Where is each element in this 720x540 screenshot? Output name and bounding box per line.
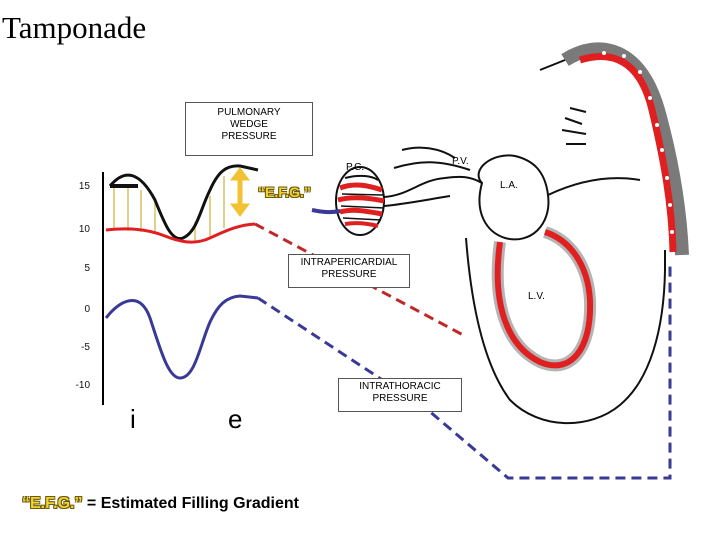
pulmonary-vein (383, 175, 483, 198)
pericardium-red (578, 53, 677, 253)
box-line: PRESSURE (321, 269, 377, 280)
box-line: WEDGE (230, 119, 268, 130)
left-ventricle-label: L.V. (528, 291, 545, 302)
footnote-key: “E.F.G.” (22, 495, 83, 512)
box-line: PRESSURE (221, 131, 277, 142)
pericardium-dots (602, 51, 674, 234)
pulmonary-vein-label: P.V. (452, 156, 469, 167)
pulmonary-capillaries (311, 166, 385, 236)
pulmonary-wedge-pressure-box: PULMONARY WEDGE PRESSURE (185, 102, 313, 156)
ventricle-outline (465, 237, 666, 425)
pulmonary-capillary-label: P.C. (346, 162, 365, 173)
y-tick: 10 (78, 224, 90, 235)
filling-gradient-bars (113, 176, 225, 241)
pericardium-grey (561, 42, 689, 256)
intrathoracic-projection (257, 262, 672, 480)
intrapericardial-pressure-box: INTRAPERICARDIAL PRESSURE (288, 254, 410, 288)
y-tick: -10 (75, 380, 90, 391)
box-line: INTRATHORACIC (359, 381, 441, 392)
left-atrium (477, 154, 550, 241)
intrathoracic-pressure-box: INTRATHORACIC PRESSURE (338, 378, 462, 412)
expiration-label: e (228, 404, 243, 434)
efg-label: “E.F.G.” (258, 184, 311, 200)
y-tick: 15 (78, 181, 90, 192)
box-line: INTRAPERICARDIAL (300, 257, 398, 268)
lv-myocardium (494, 229, 594, 369)
footnote: “E.F.G.” = Estimated Filling Gradient (22, 495, 299, 513)
y-tick: 0 (84, 304, 90, 315)
slide-title: Tamponade (2, 10, 147, 45)
wedge-pressure-curve (108, 164, 259, 241)
atrium-motion-lines (561, 107, 587, 145)
efg-double-arrow (230, 167, 250, 217)
intrapericardial-curve (105, 222, 256, 244)
inspiration-label: i (130, 404, 136, 434)
box-line: PRESSURE (372, 393, 428, 404)
intrathoracic-curve (104, 294, 259, 380)
y-tick: -5 (81, 342, 90, 353)
left-atrium-label: L.A. (500, 180, 518, 191)
footnote-text: = Estimated Filling Gradient (82, 495, 299, 512)
y-tick: 5 (84, 263, 90, 274)
box-line: PULMONARY (217, 107, 281, 118)
